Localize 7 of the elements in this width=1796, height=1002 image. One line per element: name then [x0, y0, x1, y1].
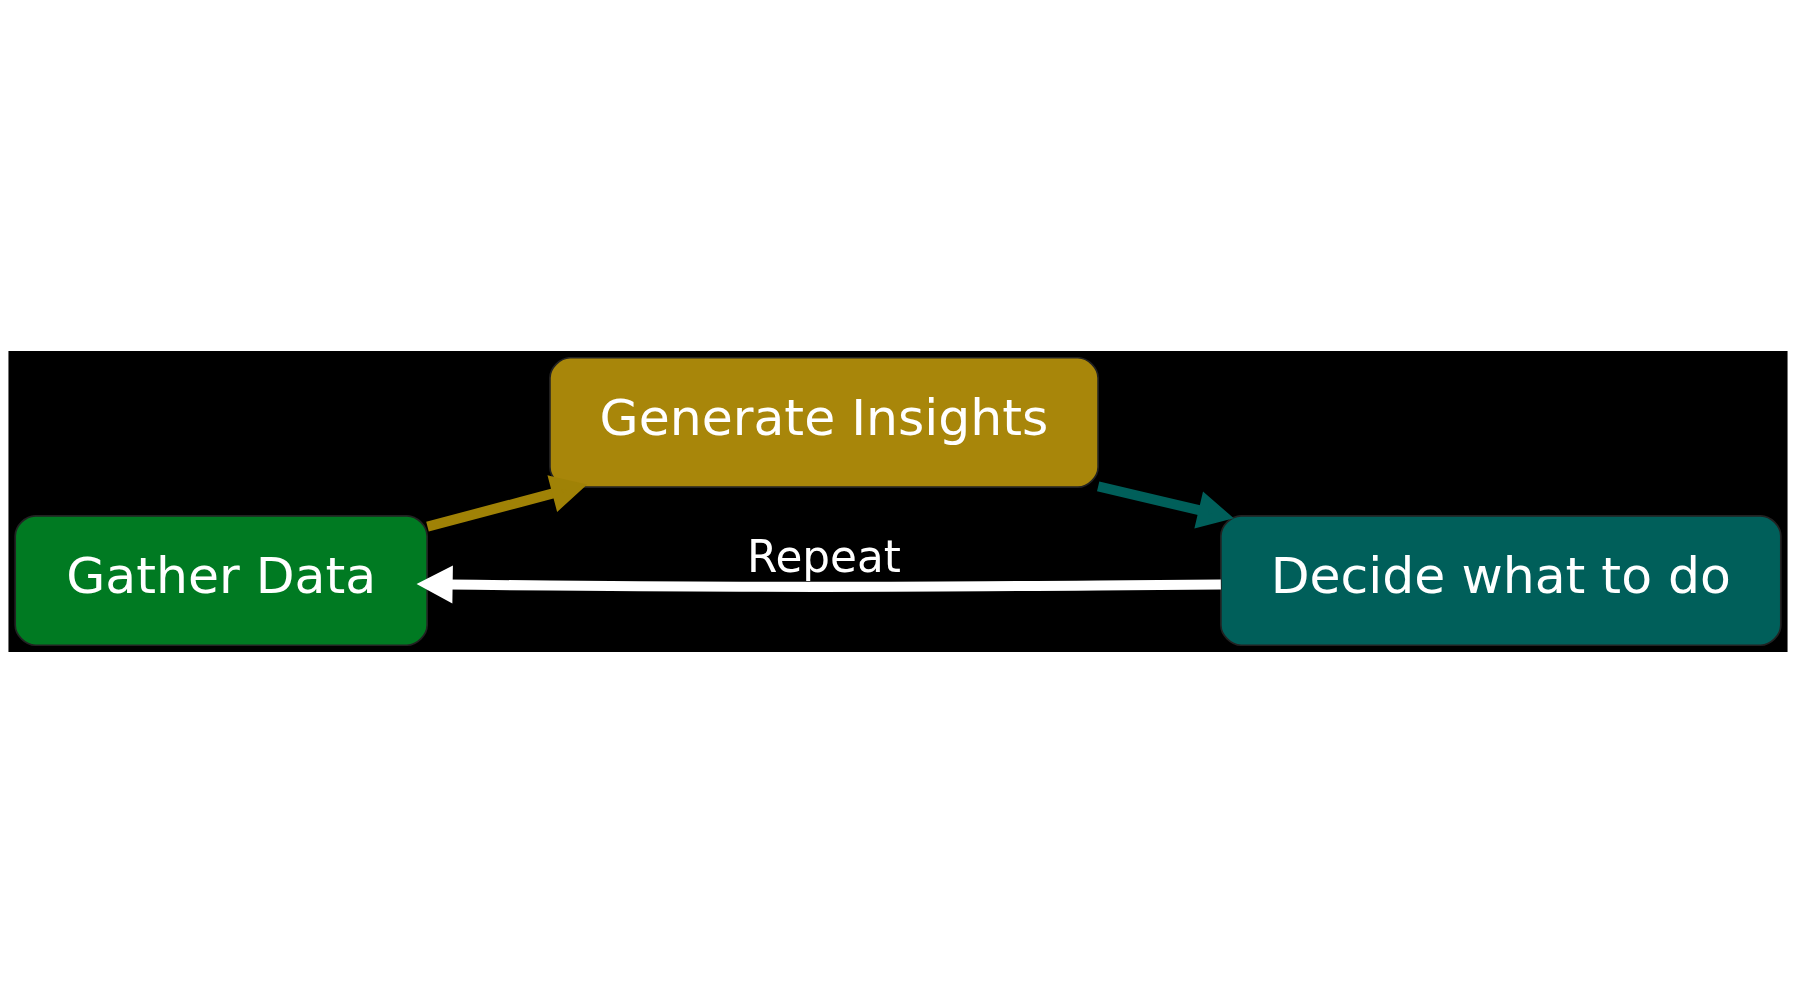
arrow: [416, 565, 1221, 603]
arrow: [426, 474, 588, 531]
edge-label: Repeat: [747, 530, 901, 582]
node-box: Generate Insights: [549, 356, 1099, 488]
node-box: Gather Data: [14, 514, 428, 646]
node-box: Decide what to do: [1220, 514, 1782, 646]
arrow: [1097, 481, 1234, 528]
